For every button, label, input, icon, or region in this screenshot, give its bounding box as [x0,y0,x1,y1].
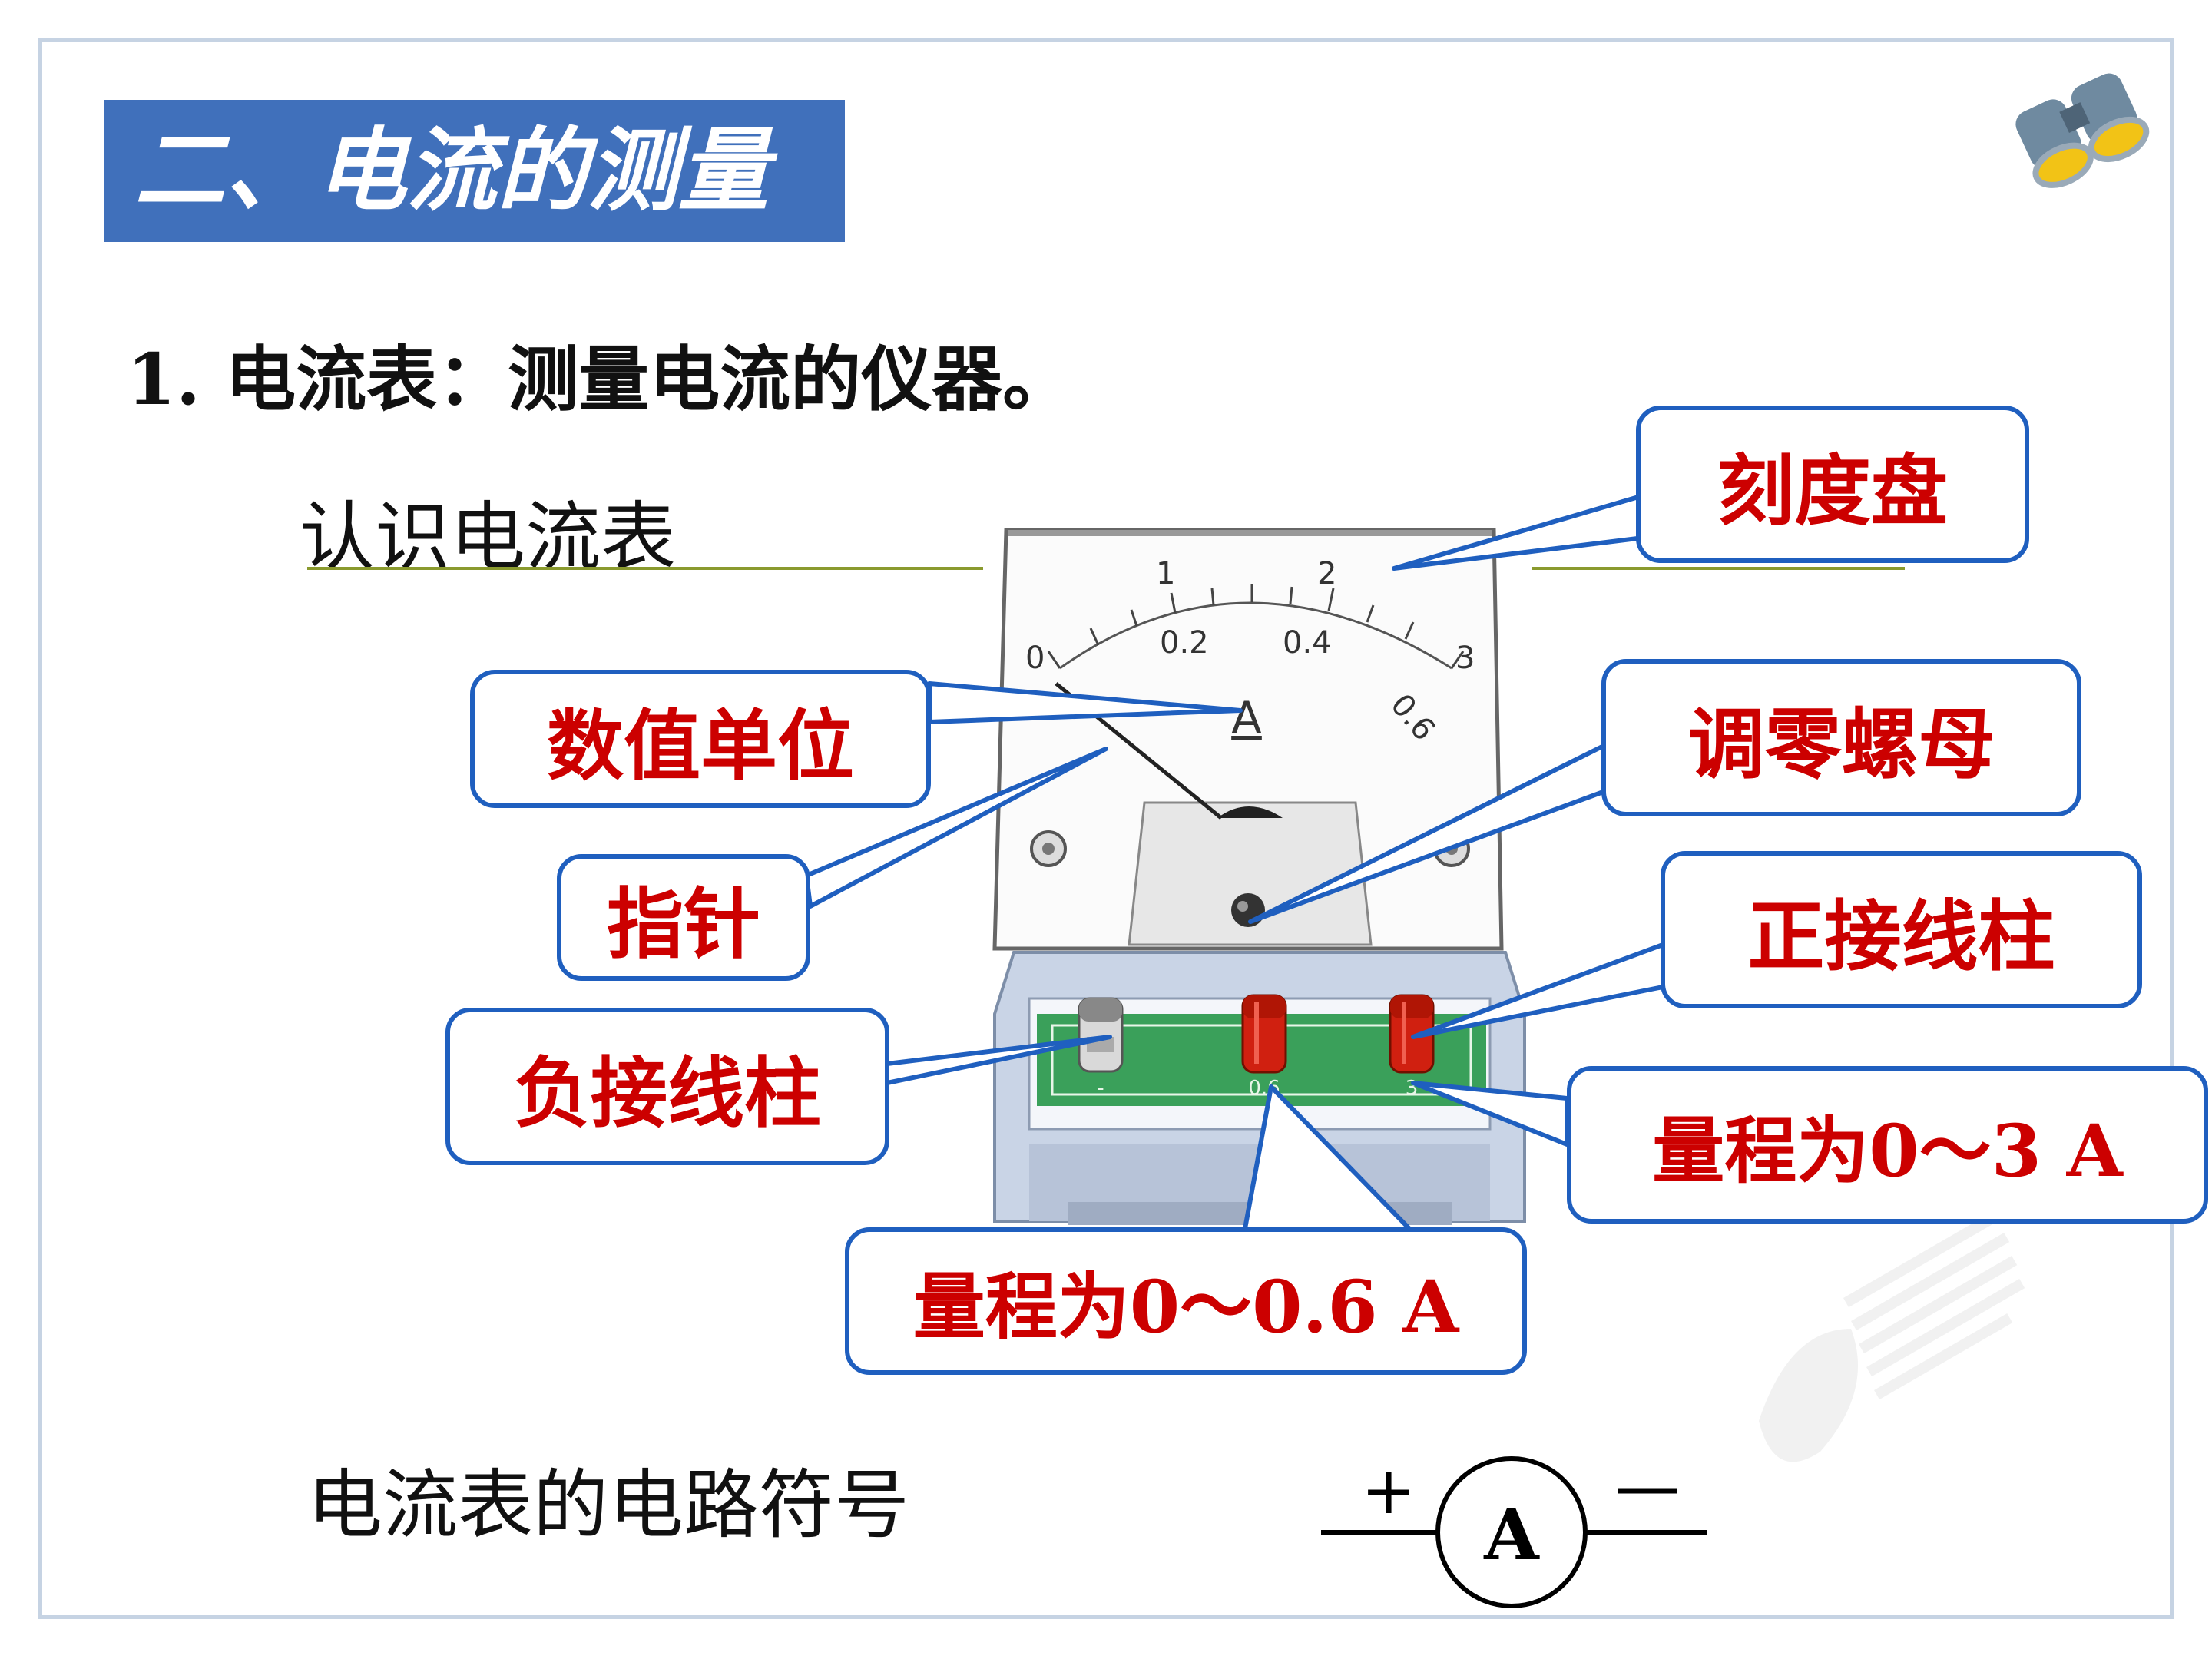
callout-negative-terminal: 负接线柱 [445,1008,889,1165]
callout-unit: 数值单位 [470,670,931,808]
callout-range-3: 量程为0～3 A [1567,1066,2208,1224]
scale-upper-3: 3 [1455,641,1475,676]
terminal-label-3: 3 [1406,1077,1419,1100]
symbol-plus: + [1361,1452,1416,1529]
slide-frame [38,38,2174,1619]
callout-leaders [804,493,1665,1239]
callout-zero-nut: 调零螺母 [1601,659,2081,816]
slide-title: 二、电流的测量 [104,100,845,242]
scale-lower-02: 0.2 [1160,625,1209,661]
scale-lower-04: 0.4 [1283,625,1332,661]
section-heading: 1. 电流表：测量电流的仪器。 [127,338,1074,421]
meter-face: 0 1 2 3 0.2 0.4 0.6 A [992,528,1504,951]
meter-unit-letter: A [1231,692,1262,744]
terminal-3 [1389,994,1435,1074]
terminal-0.6 [1241,994,1287,1074]
terminal-label-negative: - [1097,1077,1104,1100]
scale-upper-2: 2 [1317,556,1336,591]
symbol-caption: 电流表的电路符号 [307,1462,910,1549]
scale-upper-0: 0 [1025,641,1045,676]
symbol-letter: A [1483,1493,1540,1576]
callout-dial: 刻度盘 [1636,406,2029,563]
watermark-logo [1759,1210,2025,1462]
binoculars-icon [2015,73,2150,188]
scale-upper-1: 1 [1156,556,1175,591]
callout-positive-terminal: 正接线柱 [1661,851,2142,1008]
symbol-minus: — [1614,1449,1681,1525]
callout-pointer: 指针 [557,854,810,981]
terminal-negative [1078,997,1124,1073]
ammeter-circuit-symbol: A + — [1321,1449,1707,1608]
underline-right [1532,567,1905,570]
underline-left [307,567,983,570]
callout-range-06: 量程为0～0.6 A [845,1227,1527,1375]
